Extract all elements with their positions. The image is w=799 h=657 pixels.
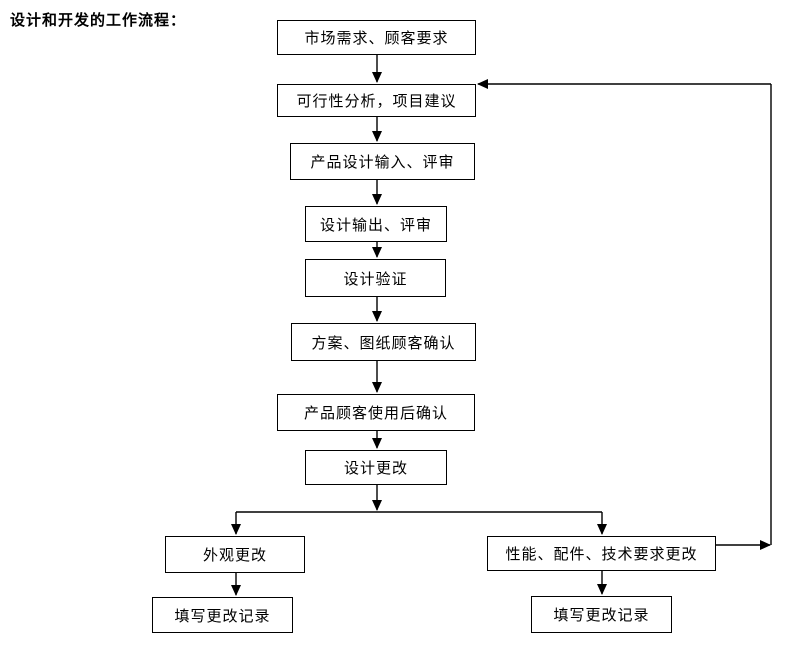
flow-node-drawing-customer-confirm: 方案、图纸顾客确认 (291, 323, 476, 361)
flow-node-label: 设计更改 (343, 460, 408, 477)
flow-node-label: 外观更改 (202, 547, 267, 564)
flow-node-label: 填写更改记录 (553, 607, 650, 624)
page-title: 设计和开发的工作流程： (10, 13, 187, 29)
flow-node-fill-change-record-left: 填写更改记录 (152, 597, 293, 633)
flow-node-design-verification: 设计验证 (305, 259, 446, 297)
flow-node-feasibility-analysis: 可行性分析，项目建议 (277, 84, 476, 117)
flow-node-label: 产品顾客使用后确认 (303, 405, 448, 422)
flow-node-design-change: 设计更改 (305, 450, 447, 485)
flow-node-label: 产品设计输入、评审 (310, 154, 455, 171)
flow-node-market-demand: 市场需求、顾客要求 (277, 20, 476, 55)
flow-node-label: 可行性分析，项目建议 (296, 93, 457, 110)
flow-node-fill-change-record-right: 填写更改记录 (531, 596, 672, 633)
flow-node-label: 方案、图纸顾客确认 (311, 334, 456, 352)
flow-node-label: 性能、配件、技术要求更改 (505, 546, 698, 563)
flow-node-design-input-review: 产品设计输入、评审 (290, 143, 475, 180)
flow-node-tech-requirement-change: 性能、配件、技术要求更改 (487, 536, 716, 571)
flow-node-label: 设计验证 (343, 270, 408, 288)
flow-node-label: 设计输出、评审 (319, 216, 432, 234)
flow-node-label: 填写更改记录 (174, 607, 271, 625)
flow-node-product-use-confirm: 产品顾客使用后确认 (277, 394, 475, 431)
flow-node-label: 市场需求、顾客要求 (304, 30, 449, 47)
flow-node-design-output-review: 设计输出、评审 (305, 206, 447, 242)
flow-node-appearance-change: 外观更改 (165, 536, 305, 573)
